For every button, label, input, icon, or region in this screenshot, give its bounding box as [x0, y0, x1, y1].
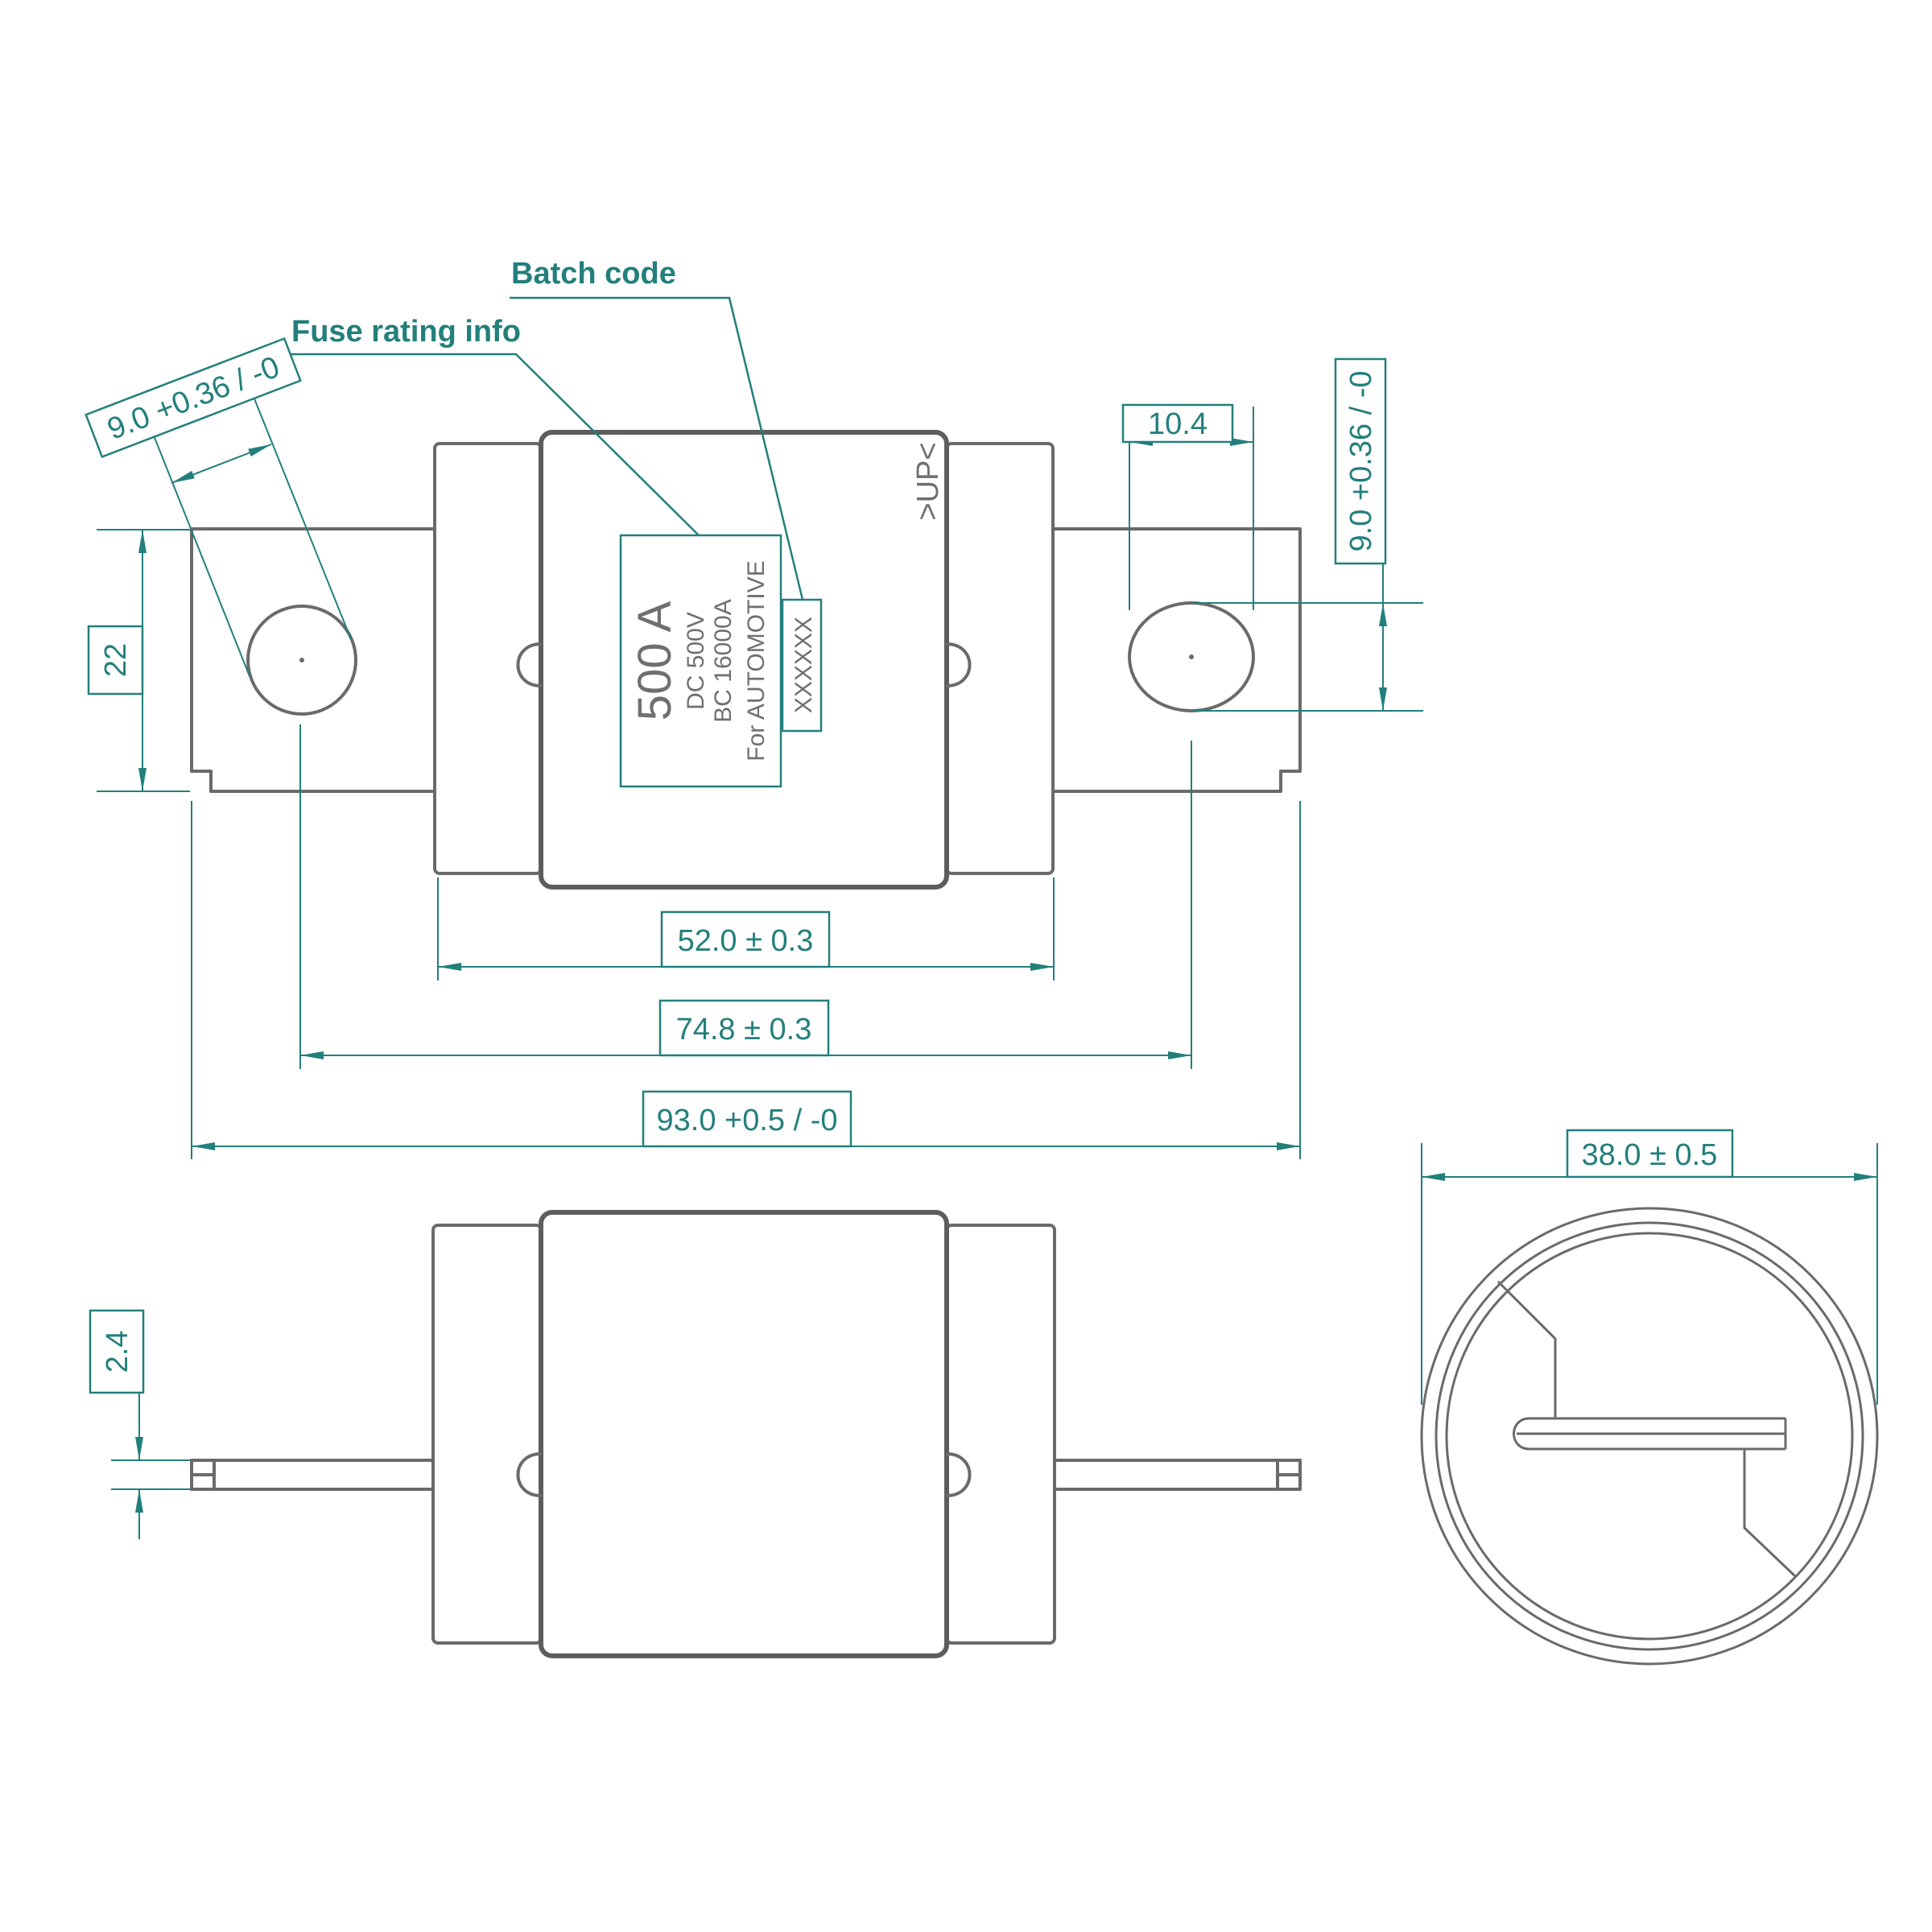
side-right-end-cap — [945, 1224, 1056, 1645]
dim-52-value: 52.0 ± 0.3 — [678, 924, 814, 958]
dim-right-hole-height: 9.0 +0.36 / -0 — [1194, 357, 1423, 712]
side-fuse-body — [539, 1210, 949, 1658]
dim-93-frame — [642, 1090, 852, 1148]
dim-r90-value: 9.0 +0.36 / -0 — [1344, 371, 1378, 552]
dim-748-value: 74.8 ± 0.3 — [676, 1013, 812, 1046]
end-inner-circle — [1445, 1232, 1854, 1641]
dim-22-frame — [87, 625, 144, 696]
dim-left-hole-ext-b — [243, 372, 352, 640]
dim-terminal-width: 22 — [87, 529, 190, 792]
rating-voltage: DC 500V — [683, 612, 709, 710]
batch-code-leader — [510, 296, 804, 601]
dim-terminal-thickness: 2.4 — [89, 1309, 190, 1539]
rating-current: 500 A — [629, 601, 681, 721]
end-slot-rounded-cap — [1513, 1417, 1530, 1451]
right-hole-center-mark — [1189, 654, 1194, 659]
end-outer-circle — [1420, 1207, 1879, 1666]
body-left-bump — [516, 642, 543, 687]
end-step-upper-left — [1496, 1280, 1557, 1418]
dim-52-frame — [660, 910, 831, 968]
fuse-rating-callout: Fuse rating info — [291, 315, 521, 349]
rating-breaking-capacity: BC 16000A — [710, 599, 737, 722]
dim-overall-length: 93.0 +0.5 / -0 — [191, 801, 1301, 1159]
side-body-left-bump — [516, 1452, 543, 1497]
dim-22-value: 22 — [99, 643, 133, 677]
side-view — [190, 1210, 1302, 1658]
dim-left-hole-line — [171, 444, 272, 484]
end-step-lower-right — [1743, 1449, 1797, 1578]
dim-left-hole-frame — [85, 336, 302, 459]
top-view: >UP< 500 A DC 500V BC 16000A For AUTOMOT… — [190, 430, 1302, 890]
callouts: Batch code Fuse rating info — [290, 257, 804, 601]
dim-38-frame — [1566, 1129, 1734, 1179]
right-end-cap — [945, 442, 1055, 875]
dim-r90-frame — [1334, 357, 1387, 565]
left-end-cap — [433, 442, 543, 875]
dim-left-hole-ext-a — [143, 411, 250, 677]
dim-38-value: 38.0 ± 0.5 — [1582, 1138, 1718, 1172]
dim-104-frame — [1121, 403, 1234, 444]
dim-right-hole-width: 10.4 — [1121, 403, 1254, 610]
up-orientation-marking: >UP< — [911, 442, 945, 520]
rating-label-box — [619, 534, 782, 788]
left-hole-center-mark — [299, 658, 304, 663]
dim-104-value: 10.4 — [1148, 407, 1208, 441]
batch-code-placeholder: XXXXXX — [791, 617, 817, 713]
rating-application: For AUTOMOTIVE — [743, 560, 770, 761]
dim-748-frame — [658, 999, 830, 1057]
side-left-end-cap — [431, 1224, 543, 1645]
fuse-rating-leader — [290, 353, 700, 536]
dim-body-span: 52.0 ± 0.3 — [437, 877, 1055, 980]
end-view — [1420, 1207, 1879, 1666]
dim-93-value: 93.0 +0.5 / -0 — [657, 1104, 838, 1137]
rating-label-text: 500 A DC 500V BC 16000A For AUTOMOTIVE — [629, 560, 770, 761]
end-middle-circle — [1435, 1221, 1864, 1651]
dim-24-value: 2.4 — [101, 1331, 134, 1373]
side-body-right-bump — [945, 1452, 972, 1497]
batch-code-callout: Batch code — [511, 257, 676, 291]
body-right-bump — [945, 642, 972, 687]
dim-24-frame — [89, 1309, 145, 1394]
dim-hole-centers: 74.8 ± 0.3 — [299, 724, 1192, 1069]
dim-body-diameter: 38.0 ± 0.5 — [1421, 1129, 1878, 1405]
